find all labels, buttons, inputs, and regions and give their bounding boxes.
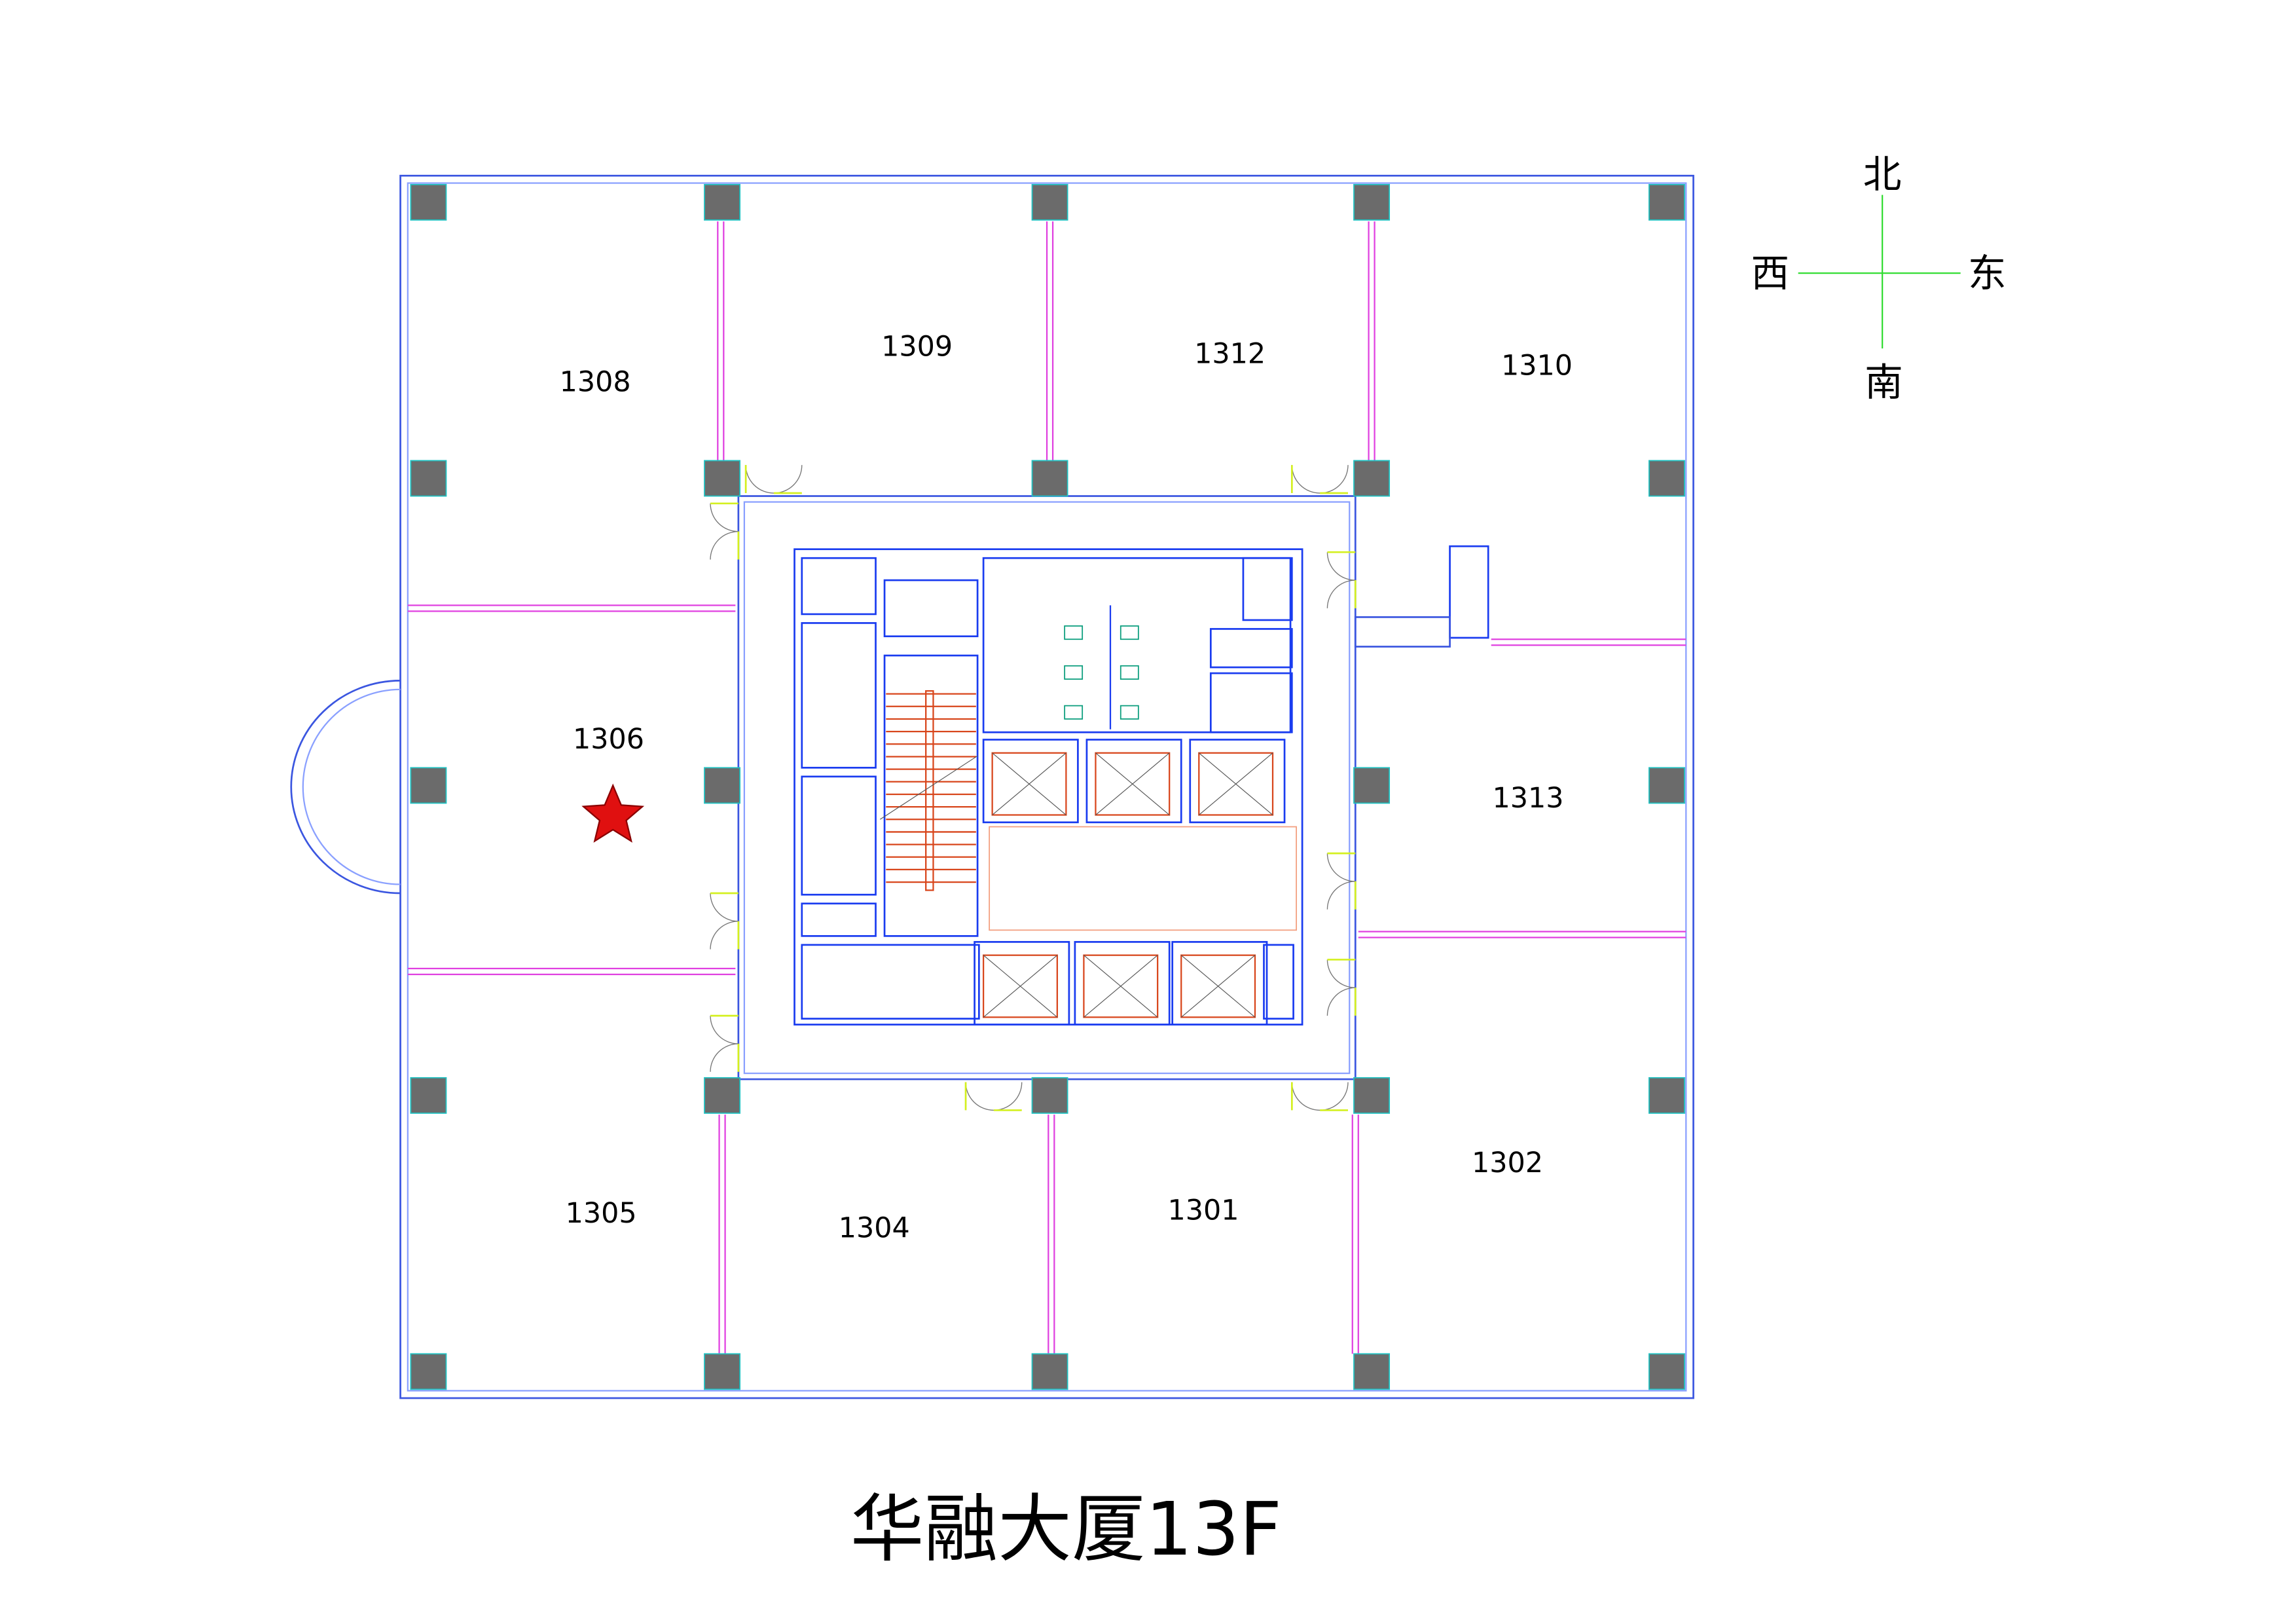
door-swing: [1291, 1082, 1321, 1111]
elevator-car: [1180, 954, 1256, 1018]
door-swing: [1326, 580, 1356, 608]
door-swing: [1326, 881, 1356, 910]
room-label-1312: 1312: [1194, 338, 1266, 371]
column: [410, 1353, 447, 1390]
stair-break-line: [879, 755, 978, 820]
column: [704, 1077, 741, 1114]
compass-north: 北: [1863, 152, 1902, 196]
door-swing: [1326, 959, 1356, 988]
door-swing: [710, 530, 738, 560]
compass-west: 西: [1751, 251, 1789, 295]
star-icon: [581, 783, 645, 843]
door-swing: [1291, 465, 1321, 494]
room-label-1308: 1308: [560, 365, 631, 398]
elevator-shaft: [1074, 941, 1171, 1026]
column: [1649, 183, 1685, 221]
elevator-shaft: [1189, 739, 1286, 824]
elevator-car: [982, 954, 1058, 1018]
door-swing: [993, 1082, 1023, 1111]
door-swing: [1326, 552, 1356, 581]
elevator-car: [991, 752, 1067, 816]
column: [410, 460, 447, 497]
elevator-shaft: [982, 739, 1079, 824]
door-swing: [965, 1082, 994, 1111]
column: [1031, 1077, 1068, 1114]
door-swing: [710, 503, 738, 532]
column: [1353, 183, 1391, 221]
column: [1353, 1077, 1391, 1114]
room-labels: 1308 1309 1312 1310 1306 1313 1305 1304 …: [560, 330, 1573, 1244]
column: [704, 183, 741, 221]
door-swing: [1320, 1082, 1349, 1111]
room-label-1304: 1304: [839, 1211, 910, 1244]
room-label-1305: 1305: [566, 1197, 637, 1230]
room-label-1301: 1301: [1168, 1194, 1239, 1227]
column: [704, 460, 741, 497]
door-swing: [710, 1016, 738, 1044]
toilet-fixture: [1120, 665, 1139, 680]
compass: 北 南 西 东: [1751, 152, 2006, 405]
column: [1353, 460, 1391, 497]
door-swing: [745, 465, 774, 494]
service-corridor: [1354, 616, 1451, 648]
door-swing: [773, 465, 803, 494]
door-swing: [710, 893, 738, 922]
column: [1031, 1353, 1068, 1390]
compass-east: 东: [1968, 251, 2007, 295]
column: [410, 183, 447, 221]
elevator-shaft: [974, 941, 1070, 1026]
column: [1649, 460, 1685, 497]
structural-columns: [410, 183, 1685, 1390]
column: [704, 1353, 741, 1390]
toilet-fixture: [1064, 705, 1084, 720]
column: [410, 767, 447, 804]
staircase: [879, 690, 978, 891]
door-swing: [710, 1043, 738, 1072]
column: [704, 767, 741, 804]
room-label-1313: 1313: [1493, 782, 1564, 815]
column: [1649, 1077, 1685, 1114]
column: [1353, 767, 1391, 804]
toilet-fixture: [1064, 665, 1084, 680]
stair-handrail: [925, 690, 934, 891]
door-swing: [1320, 465, 1349, 494]
plan-title: 华融大厦13F: [850, 1486, 1282, 1572]
column: [410, 1077, 447, 1114]
door-swing: [1326, 853, 1356, 882]
column: [1031, 460, 1068, 497]
elevator-car: [1198, 752, 1274, 816]
toilet-fixture: [1064, 625, 1084, 640]
toilet-fixture: [1120, 705, 1139, 720]
room-label-1309: 1309: [881, 330, 953, 363]
column: [1649, 1353, 1685, 1390]
column: [1031, 183, 1068, 221]
column: [1353, 1353, 1391, 1390]
elevator-car: [1083, 954, 1159, 1018]
elevator-shaft: [1085, 739, 1182, 824]
doors: [710, 465, 1357, 1111]
room-label-1302: 1302: [1472, 1147, 1543, 1179]
exterior-walls: [290, 174, 1694, 1399]
door-swing: [710, 921, 738, 950]
room-label-1310: 1310: [1501, 350, 1573, 382]
elevator-shaft: [1171, 941, 1268, 1026]
building-core: [737, 495, 1357, 1080]
service-shaft: [1449, 545, 1489, 639]
room-label-1306: 1306: [573, 723, 644, 756]
door-swing: [1326, 987, 1356, 1016]
elevator-car: [1095, 752, 1171, 816]
compass-south: 南: [1865, 360, 1903, 405]
partitions: [407, 221, 1686, 1354]
column: [1649, 767, 1685, 804]
toilet-fixture: [1120, 625, 1139, 640]
